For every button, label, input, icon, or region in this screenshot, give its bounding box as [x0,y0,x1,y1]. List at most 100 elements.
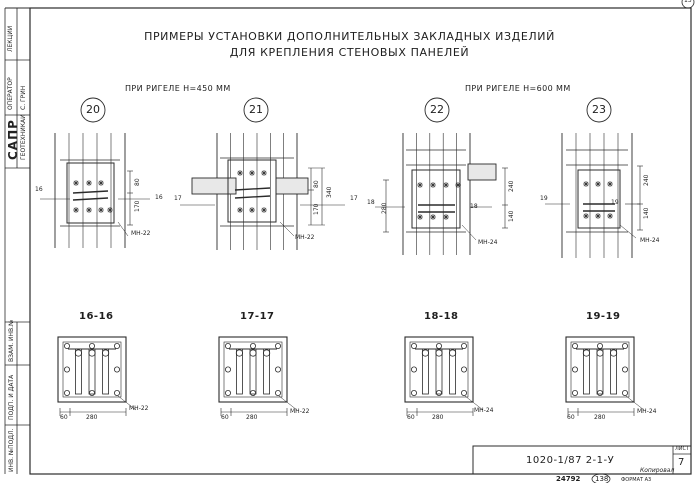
section-stirrup-1 [62,341,122,398]
inventory-circled: 138 [595,475,609,483]
dim-22-bottom: 140 [508,210,515,222]
section-rebar-2-6 [249,342,256,349]
anchor-22-2 [443,182,449,188]
section-outline-4 [565,336,635,403]
anchor-20-2 [98,180,104,186]
anchor-23-2 [607,181,613,187]
section-rebar-4-1 [622,342,629,349]
section-leader-2 [278,395,298,411]
section-rebar-3-3 [460,389,467,396]
embedded-plate-21 [227,159,277,223]
part-label-20: МН-22 [131,230,151,237]
section-leader-4 [625,395,645,411]
dim-21-bottom: 170 [313,203,320,215]
section-16-dim-width: 280 [86,414,98,421]
weld-line-20b [72,197,109,201]
section-rebar-3-0 [410,342,417,349]
anchor-23-0 [583,181,589,187]
section-16-part: МН-22 [129,405,149,412]
section-outline-3 [404,336,474,403]
operator-name: С. ГРИН [20,85,27,110]
section-rebar-2-5 [274,366,281,373]
anchor-22-6 [443,214,449,220]
department-label: ГЕОТЕХНИКАИ [20,114,27,160]
anchor-20-4 [86,207,92,213]
section-18-dim-small: 60 [407,414,415,421]
section-rebar-3-2 [410,389,417,396]
inventory-number: 24792 [556,475,581,483]
copied-signature: Копировал [640,467,675,474]
detail-number-21: 21 [249,103,263,116]
section-rebar-3-4 [410,366,417,373]
detail-circle-3 [424,97,450,123]
condition-left: ПРИ РИГЕЛЕ Н=450 ММ [125,84,231,93]
section-18-dim-width: 280 [432,414,444,421]
detail-number-23: 23 [592,103,606,116]
detail-number-22: 22 [430,103,444,116]
anchor-23-1 [595,181,601,187]
detail-circle-1 [80,97,106,123]
detail-number-20: 20 [86,103,100,116]
anchor-22-3 [455,182,461,188]
section-rebar-2-2 [224,389,231,396]
embedded-plate-23 [577,169,621,229]
replaces-label: ВЗАМ. ИНВ.№ [8,319,15,362]
section-leader-1 [117,395,137,411]
section-outline-1 [57,336,127,403]
section-rebar-2-7 [249,389,256,396]
embedded-plate-22 [411,169,461,229]
anchor-21-0 [237,170,243,176]
detail-circle-4 [586,97,612,123]
sheet-number: 7 [678,457,685,468]
section-16-dim-small: 60 [60,414,68,421]
dim-21-total: 340 [326,186,333,198]
section-rebar-2-4 [224,366,231,373]
section-stirrup-3 [409,341,469,398]
dim-20-top: 80 [134,178,141,186]
section-stirrup-4 [570,341,630,398]
section-rebar-1-1 [114,342,121,349]
section-17-part: МН-22 [290,408,310,415]
corner-mark: 13 [684,0,692,4]
section-rebar-3-7 [435,389,442,396]
sign-date-label: ПОДП. И ДАТА [8,374,15,420]
anchor-23-5 [607,213,613,219]
anchor-20-6 [107,207,113,213]
section-rebar-2-0 [224,342,231,349]
drawing-title-line-1: ПРИМЕРЫ УСТАНОВКИ ДОПОЛНИТЕЛЬНЫХ ЗАКЛАДН… [144,30,555,43]
cut-mark-18-left: 18 [367,199,375,206]
section-rebar-3-1 [460,342,467,349]
section-rebar-1-6 [89,342,96,349]
dim-20-bottom: 170 [134,200,141,212]
section-rebar-4-0 [572,342,579,349]
cut-mark-17-right: 17 [350,195,358,202]
section-rebar-2-1 [274,342,281,349]
section-rebar-4-4 [572,366,579,373]
weld-line-20a [72,190,109,194]
anchor-20-5 [98,207,104,213]
section-label-18-18: 18-18 [424,311,459,322]
dim-21-top: 80 [313,180,320,188]
cut-mark-19-left: 19 [540,195,548,202]
cut-mark-17-left: 17 [174,195,182,202]
section-rebar-1-3 [114,389,121,396]
section-19-part: МН-24 [637,408,657,415]
detail-circle-2 [243,97,269,123]
anchor-23-4 [595,213,601,219]
section-rebar-4-6 [597,342,604,349]
original-inventory-label: ИНВ. №ПОДЛ. [8,428,15,472]
anchor-20-3 [73,207,79,213]
leader-22 [461,224,477,241]
section-label-16-16: 16-16 [79,311,114,322]
section-rebar-1-0 [64,342,71,349]
anchor-21-2 [261,170,267,176]
anchor-21-3 [237,207,243,213]
section-rebar-3-5 [460,366,467,373]
beam-21-right [275,177,309,195]
dim-22-left: 280 [381,202,388,214]
beam-21-left [191,177,237,195]
leader-20 [117,221,129,237]
format-label: ФОРМАТ А3 [621,477,652,483]
